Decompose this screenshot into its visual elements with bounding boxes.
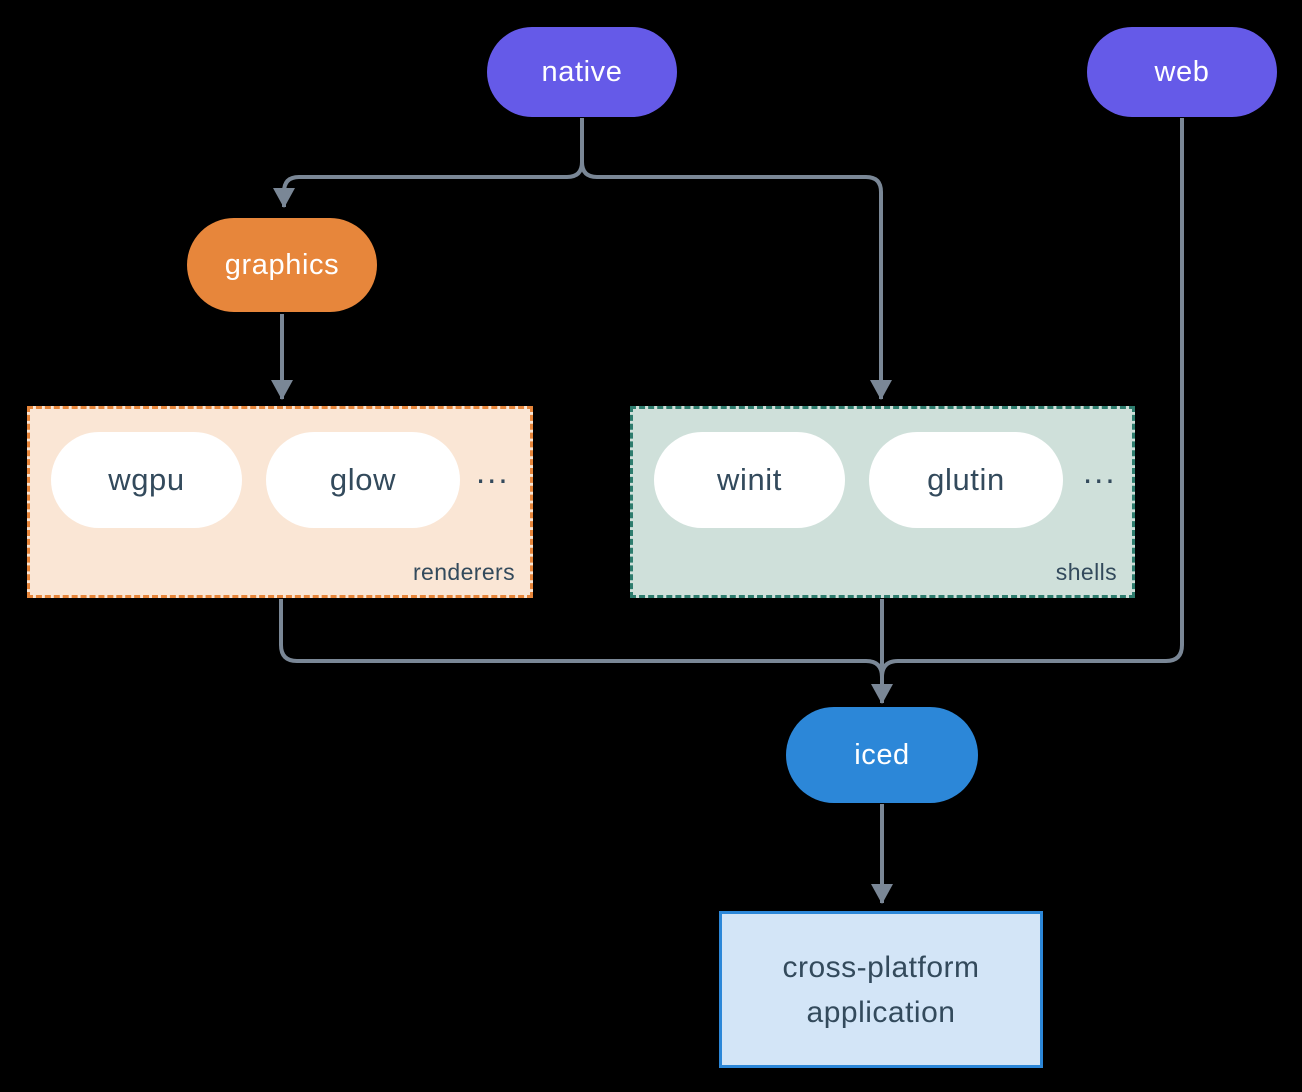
application-label-line1: cross-platform [782, 950, 980, 984]
group-renderers: wgpu glow ... renderers [27, 406, 533, 598]
application-label-line2: application [806, 995, 956, 1029]
edge-renderers-iced [279, 599, 884, 678]
node-glutin: glutin [869, 432, 1063, 528]
renderers-ellipsis: ... [476, 453, 510, 490]
edge-native-shells [580, 118, 892, 400]
node-web: web [1087, 27, 1277, 117]
node-wgpu: wgpu [51, 432, 242, 528]
node-glow: glow [266, 432, 460, 528]
shells-ellipsis: ... [1083, 453, 1117, 490]
renderers-label: renderers [412, 559, 515, 585]
node-winit: winit [654, 432, 845, 528]
node-cross-platform-application: cross-platform application [719, 911, 1043, 1068]
group-shells: winit glutin ... shells [630, 406, 1135, 598]
node-iced: iced [786, 707, 978, 803]
edge-native-graphics [273, 118, 584, 208]
node-native: native [487, 27, 677, 117]
shells-label: shells [1055, 559, 1117, 585]
node-graphics: graphics [187, 218, 377, 312]
